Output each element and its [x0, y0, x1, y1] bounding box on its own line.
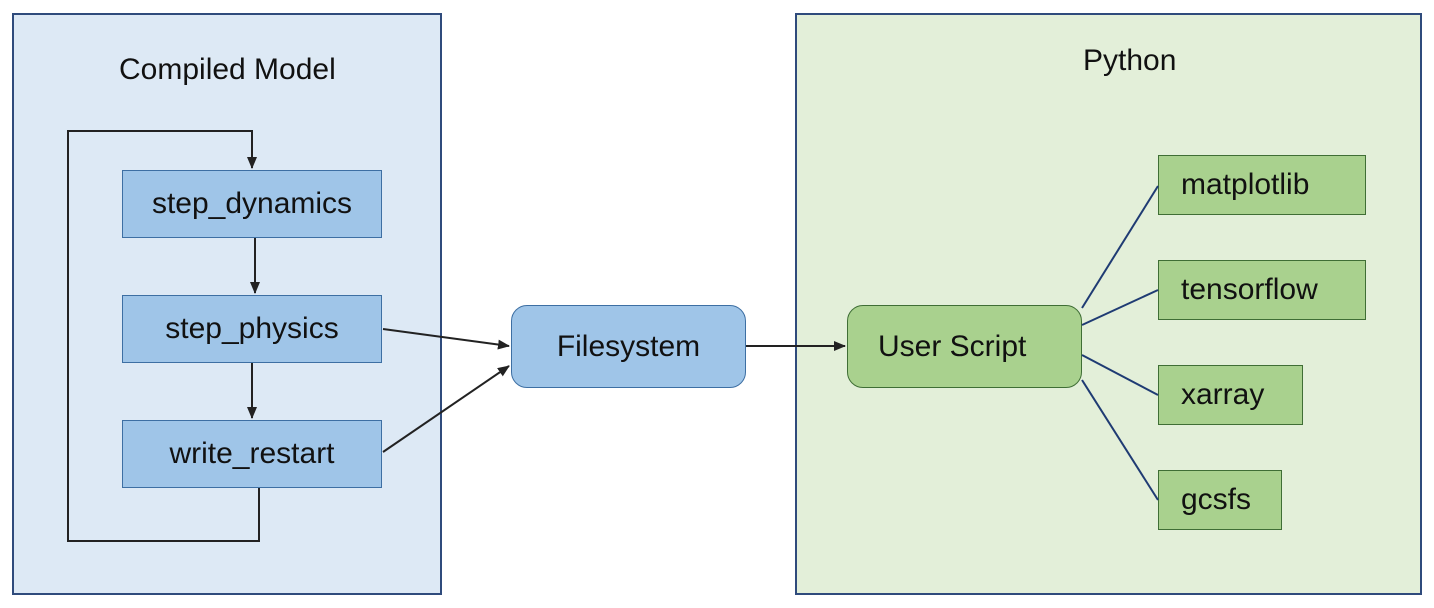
python-title: Python — [1083, 44, 1177, 77]
loop-back-arrow — [67, 130, 260, 542]
link-user-script-to-tensorflow — [1081, 289, 1159, 326]
library-box-xarray: xarray — [1158, 365, 1303, 425]
arrow-physics-to-filesystem — [382, 328, 510, 350]
compiled-model-title: Compiled Model — [119, 53, 336, 86]
user-script-box: User Script — [847, 305, 1082, 388]
library-box-tensorflow: tensorflow — [1158, 260, 1366, 320]
link-user-script-to-xarray — [1081, 354, 1159, 396]
library-box-gcsfs: gcsfs — [1158, 470, 1282, 530]
arrow-restart-to-filesystem — [382, 365, 510, 453]
step-dynamics-box: step_dynamics — [122, 170, 382, 238]
link-user-script-to-gcsfs — [1081, 379, 1159, 501]
filesystem-box: Filesystem — [511, 305, 746, 388]
step-physics-box: step_physics — [122, 295, 382, 363]
library-box-matplotlib: matplotlib — [1158, 155, 1366, 215]
link-user-script-to-matplotlib — [1081, 185, 1159, 309]
write-restart-box: write_restart — [122, 420, 382, 488]
